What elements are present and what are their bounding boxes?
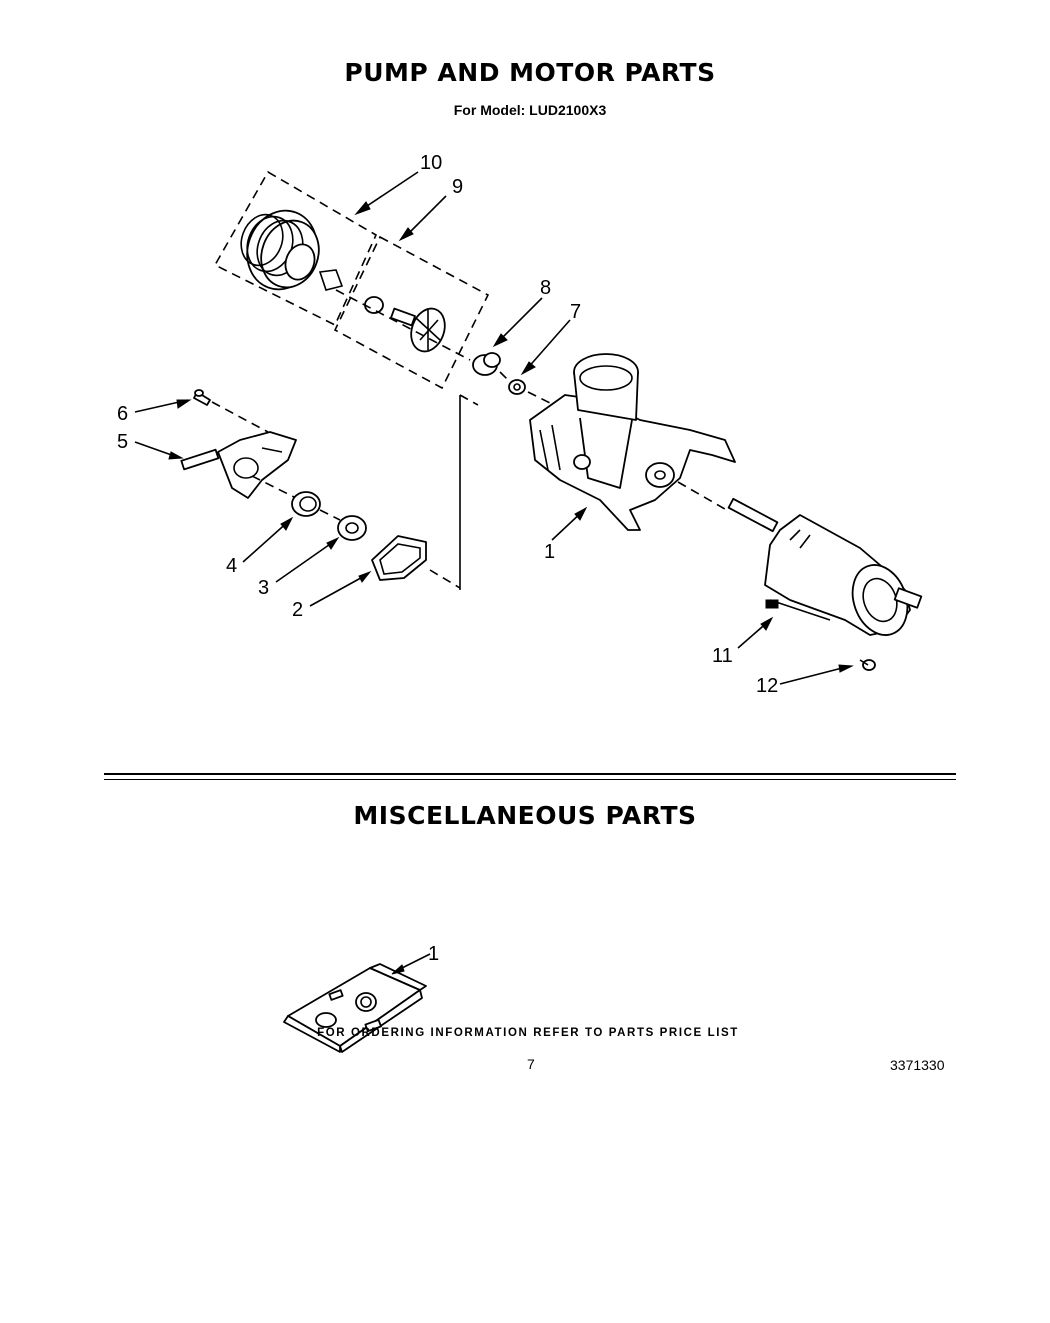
page-title: PUMP AND MOTOR PARTS xyxy=(344,58,716,87)
part-4-ring-seal xyxy=(291,491,321,517)
part-11-motor xyxy=(727,497,923,636)
ordering-info-note: FOR ORDERING INFORMATION REFER TO PARTS … xyxy=(317,1027,739,1039)
part-3-seal xyxy=(337,515,367,541)
callout-8: 8 xyxy=(540,277,551,299)
callout-6: 6 xyxy=(117,403,128,425)
callout-11: 11 xyxy=(712,645,733,667)
callout-7: 7 xyxy=(570,301,581,323)
part-7-washer xyxy=(508,379,526,395)
part-10-group-outline xyxy=(213,170,378,327)
callout-9: 9 xyxy=(452,176,463,198)
page-number: 7 xyxy=(527,1056,535,1072)
misc-parts-diagram: 1 xyxy=(283,943,439,1053)
callout-1: 1 xyxy=(544,541,555,563)
callout-4: 4 xyxy=(226,555,237,577)
section-divider-top xyxy=(104,773,956,775)
document-number: 3371330 xyxy=(890,1057,945,1073)
part-10-filter-drum xyxy=(240,209,344,291)
misc-section-title: MISCELLANEOUS PARTS xyxy=(353,801,697,830)
callout-3: 3 xyxy=(258,577,269,599)
misc-callout-1: 1 xyxy=(428,943,439,965)
callout-2: 2 xyxy=(292,599,303,621)
callout-10: 10 xyxy=(420,152,442,174)
section-divider-bottom xyxy=(104,779,956,780)
part-2-gasket xyxy=(371,535,427,581)
callout-5: 5 xyxy=(117,431,128,453)
part-8-seal xyxy=(472,352,501,376)
part-12-screw xyxy=(859,659,876,671)
part-6-screw xyxy=(193,389,211,406)
part-1-pump-housing xyxy=(529,353,736,531)
callout-12: 12 xyxy=(756,675,778,697)
misc-part-1-bracket-kit xyxy=(283,953,431,1053)
part-9-group-outline xyxy=(333,235,490,390)
model-subtitle: For Model: LUD2100X3 xyxy=(453,102,607,118)
part-5-pump-cover xyxy=(180,431,297,499)
pump-motor-exploded-diagram: 1 2 3 4 5 6 7 8 9 10 11 12 xyxy=(117,152,923,697)
part-9-impeller xyxy=(364,296,446,353)
